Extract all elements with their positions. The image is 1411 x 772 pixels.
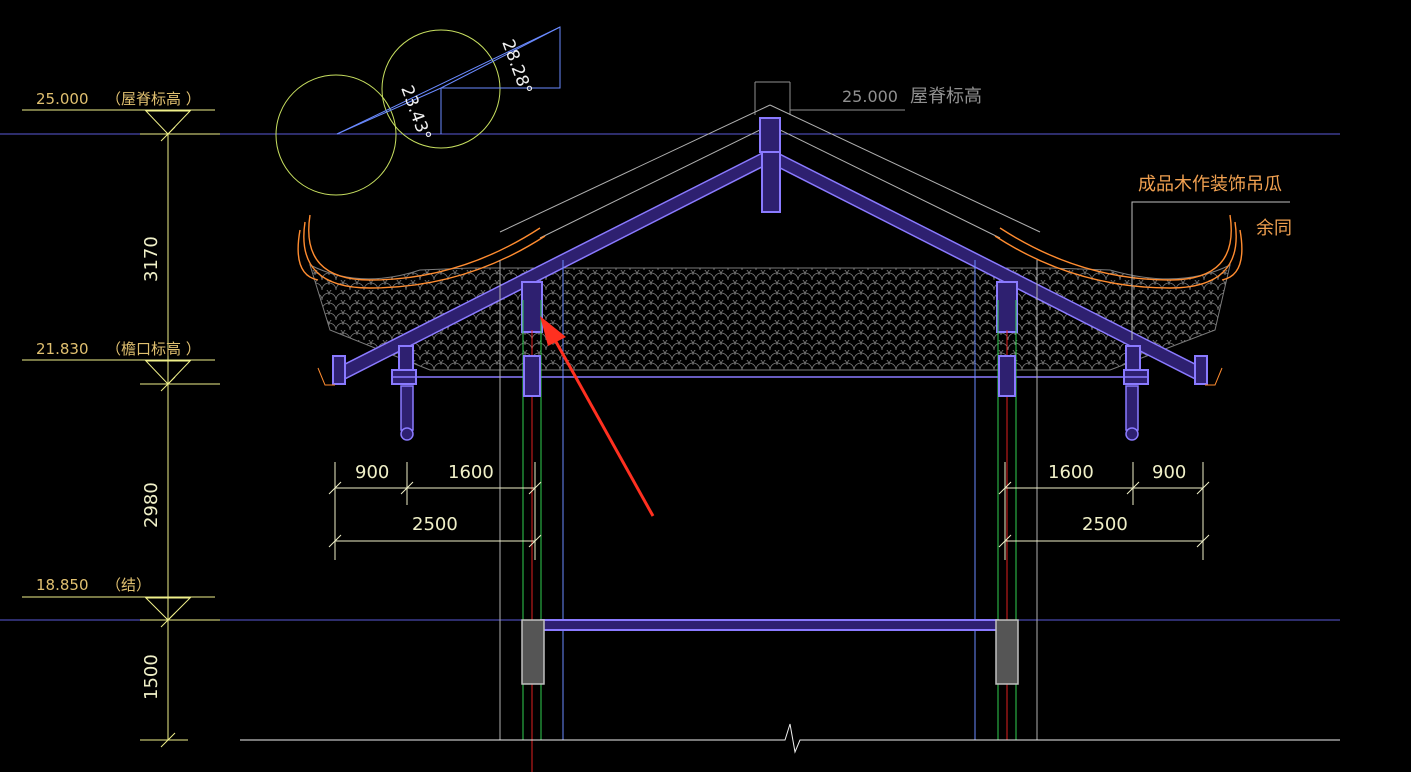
- dimension-left: [328, 462, 542, 560]
- elevation-value-eave: 21.830: [36, 340, 89, 358]
- dim-right-2500: 2500: [1082, 514, 1128, 535]
- ridge-elevation-value: 25.000: [842, 87, 898, 106]
- column-bases: [521, 619, 1019, 685]
- rafter-posts: [398, 281, 1141, 371]
- red-arrow: [540, 316, 655, 517]
- vertical-dim-1500: 1500: [141, 654, 162, 700]
- dimension-right: [998, 462, 1210, 560]
- ridge-elevation-label: 屋脊标高: [910, 86, 982, 107]
- elevation-leader-lines: [22, 109, 220, 741]
- dim-right-1600: 1600: [1048, 462, 1094, 483]
- slope-construction: [275, 26, 561, 196]
- ridge-leader: [754, 81, 905, 115]
- elevation-value-structure: 18.850: [36, 576, 89, 594]
- annotation-bracket-text: 成品木作装饰吊瓜: [1138, 174, 1282, 195]
- elevation-label-structure: （结）: [106, 576, 151, 594]
- eave-tips: [317, 367, 1223, 386]
- vertical-dim-2980: 2980: [141, 482, 162, 528]
- vertical-dimension-line: [160, 126, 176, 748]
- dim-left-900: 900: [355, 462, 389, 483]
- hanging-pendant-right: [1125, 385, 1139, 441]
- dim-right-900: 900: [1152, 462, 1186, 483]
- vertical-dim-3170: 3170: [141, 236, 162, 282]
- lower-beam: [540, 619, 999, 631]
- elevation-label-eave: （檐口标高 ）: [106, 340, 201, 358]
- column-caps: [523, 355, 1016, 397]
- roof-outline-grey: [499, 104, 1041, 239]
- eave-curves: [297, 214, 1243, 289]
- elevation-value-ridge: 25.000: [36, 90, 89, 108]
- ridge-post: [759, 117, 781, 213]
- ground-line: [240, 723, 1340, 754]
- hanging-pendant-left: [400, 385, 414, 441]
- dim-left-2500: 2500: [412, 514, 458, 535]
- eave-beam: [332, 355, 1208, 385]
- annotation-leader: [1131, 201, 1290, 340]
- annotation-same-text: 余同: [1256, 218, 1292, 239]
- dim-left-1600: 1600: [448, 462, 494, 483]
- elevation-label-ridge: （屋脊标高 ）: [106, 90, 201, 108]
